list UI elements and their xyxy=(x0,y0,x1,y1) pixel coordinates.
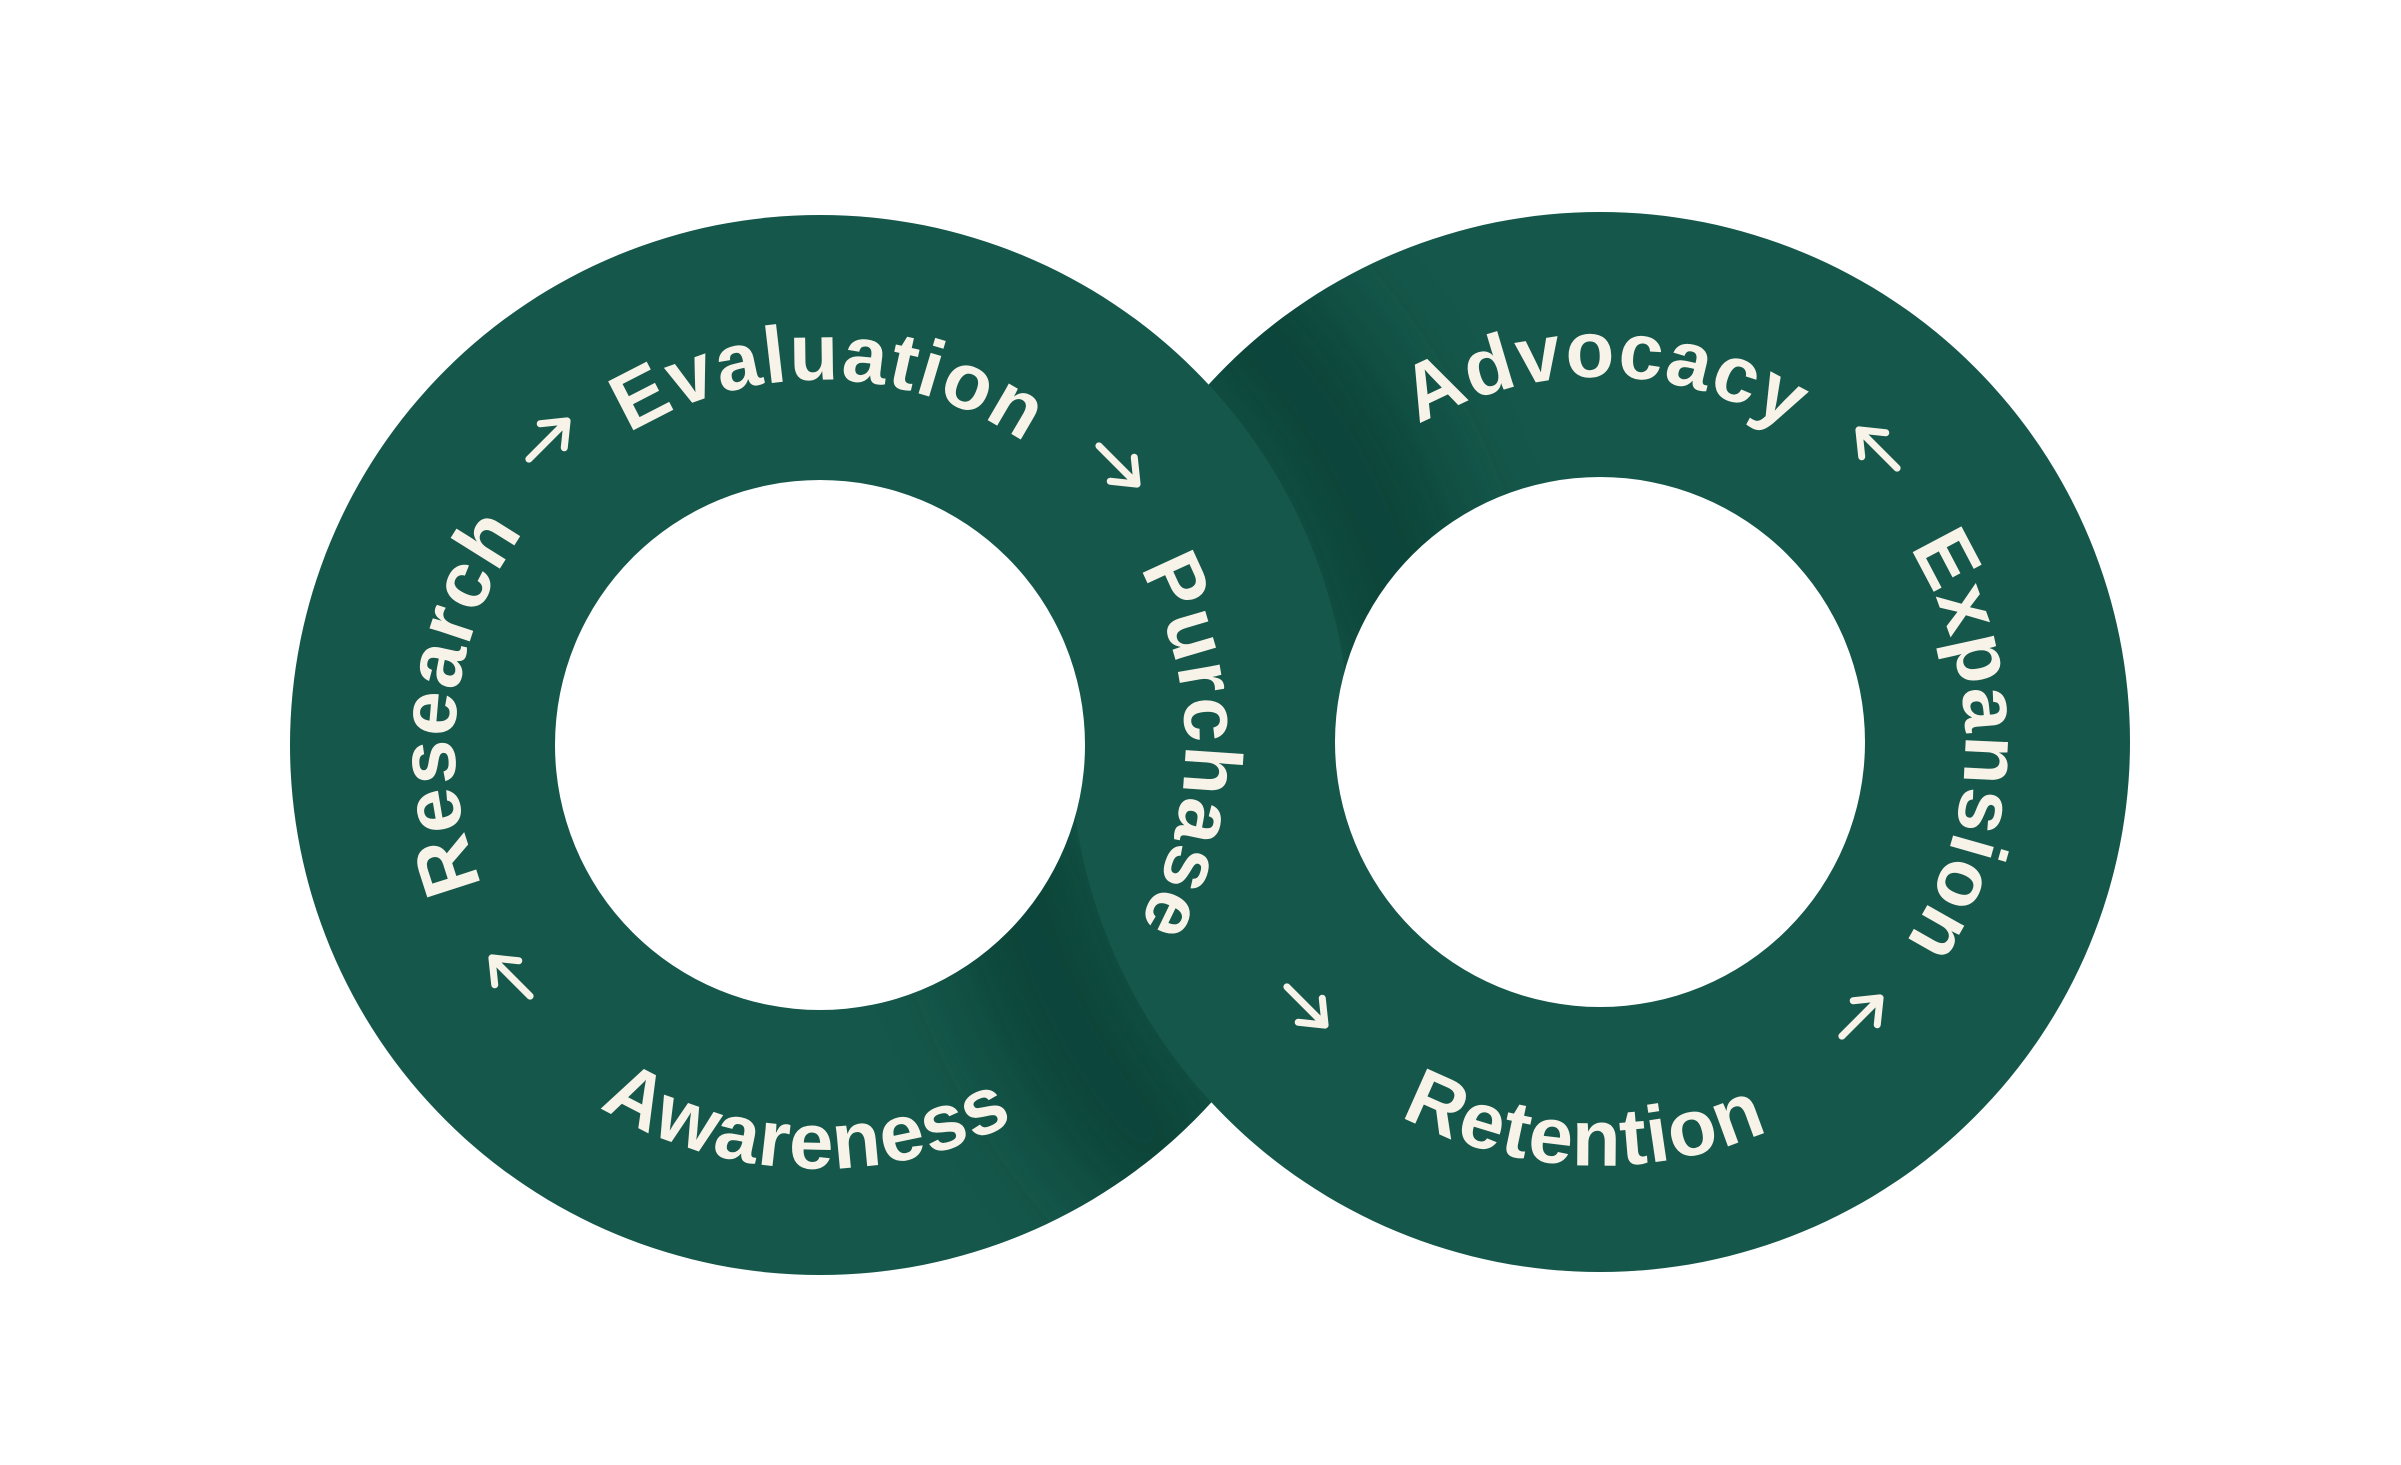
left-loop-hole xyxy=(555,480,1085,1010)
right-loop-hole xyxy=(1335,477,1865,1007)
